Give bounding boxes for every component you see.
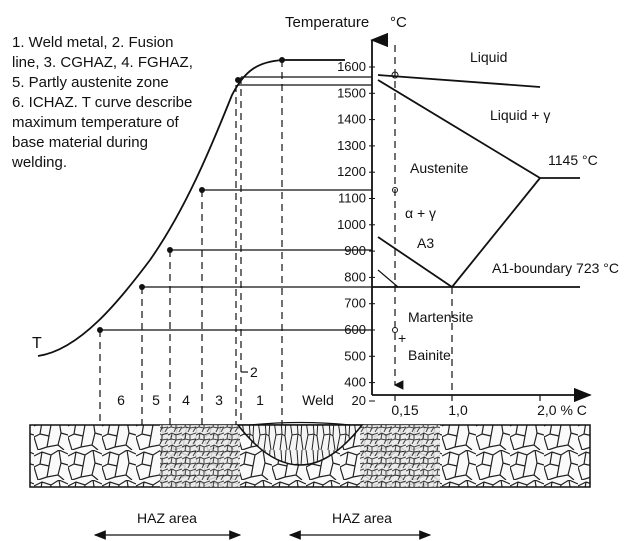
- note-line: base material during: [12, 134, 148, 151]
- x-tick-label: 0,15: [391, 402, 418, 418]
- curve-point: [139, 284, 145, 290]
- y-tick-label: 600: [344, 322, 366, 337]
- phase-alpha-gamma: α + γ: [405, 205, 436, 221]
- temperature-axis-title: Temperature: [285, 14, 369, 31]
- note-line: 5. Partly austenite zone: [12, 74, 169, 91]
- a3-line: [377, 236, 453, 288]
- phase-eutectic: 1145 °C: [548, 152, 598, 168]
- zone-label-3: 3: [215, 392, 223, 408]
- weld-cap: [249, 421, 351, 426]
- zone-label-5: 5: [152, 392, 160, 408]
- description-note: 1. Weld metal, 2. Fusion line, 3. CGHAZ,…: [11, 34, 193, 171]
- note-line: 6. ICHAZ. T curve describe: [12, 94, 192, 111]
- phase-plus: +: [398, 330, 406, 346]
- acm-line: [451, 177, 541, 288]
- y-tick-label: 1400: [337, 112, 366, 127]
- weld-cross-section: [29, 421, 591, 488]
- alpha-gamma-line: [377, 269, 399, 288]
- solidus-line: [377, 79, 541, 179]
- temperature-ticks: 1600 1500 1400 1300 1200 1100 1000 900 800 700 600…: [337, 59, 375, 408]
- phase-austenite: Austenite: [410, 160, 469, 176]
- zone-label-1: 1: [256, 392, 264, 408]
- zone-projection-lines: [99, 60, 283, 425]
- path-point: [392, 327, 398, 333]
- phase-bainite: Bainite: [408, 347, 451, 363]
- y-tick-label: 1300: [337, 138, 366, 153]
- y-tick-label: 1100: [338, 191, 366, 206]
- curve-point: [235, 77, 241, 83]
- x-tick-label: 1,0: [448, 402, 468, 418]
- zone-label-weld: Weld: [302, 392, 334, 408]
- weld-pool: [236, 424, 364, 466]
- haz-area-label-right: HAZ area: [332, 510, 392, 526]
- t-curve: [37, 59, 345, 357]
- y-tick-label: 800: [344, 269, 366, 284]
- y-tick-label: 20: [352, 393, 366, 408]
- t-curve-label: T: [32, 335, 42, 352]
- zone-label-4: 4: [182, 392, 190, 408]
- path-point: [391, 71, 399, 79]
- zone-label-6: 6: [117, 392, 125, 408]
- unit-label: °C: [390, 14, 407, 31]
- y-tick-label: 500: [344, 348, 366, 363]
- x-tick-label: 2,0 % C: [537, 402, 587, 418]
- haz-area-label-left: HAZ area: [137, 510, 197, 526]
- liquidus-line: [377, 74, 541, 88]
- y-tick-label: 1500: [337, 85, 366, 100]
- note-line: welding.: [11, 154, 67, 171]
- phase-boundaries: [372, 74, 580, 395]
- curve-point: [167, 247, 173, 253]
- phase-martensite: Martensite: [408, 309, 474, 325]
- curve-point: [97, 327, 103, 333]
- fghaz-right: [360, 425, 440, 487]
- y-tick-label: 1200: [337, 164, 366, 179]
- phase-liquid-gamma: Liquid + γ: [490, 107, 550, 123]
- y-tick-label: 1600: [337, 59, 366, 74]
- y-tick-label: 900: [344, 243, 366, 258]
- phase-liquid: Liquid: [470, 49, 507, 65]
- y-tick-label: 400: [344, 375, 366, 390]
- y-tick-label: 1000: [337, 217, 366, 232]
- zone-labels: 6 5 4 3 1 Weld: [117, 392, 334, 408]
- curve-point: [279, 57, 285, 63]
- path-point: [392, 187, 398, 193]
- curve-point: [199, 187, 205, 193]
- zone-label-2: 2: [250, 364, 258, 380]
- note-line: 1. Weld metal, 2. Fusion: [12, 34, 173, 51]
- note-line: maximum temperature of: [12, 114, 180, 131]
- fghaz-left: [160, 425, 240, 487]
- phase-a1-boundary: A1-boundary 723 °C: [492, 260, 619, 276]
- temperature-level-lines: [100, 59, 372, 331]
- y-tick-label: 700: [344, 296, 366, 311]
- phase-a3: A3: [417, 235, 434, 251]
- note-line: line, 3. CGHAZ, 4. FGHAZ,: [12, 54, 193, 71]
